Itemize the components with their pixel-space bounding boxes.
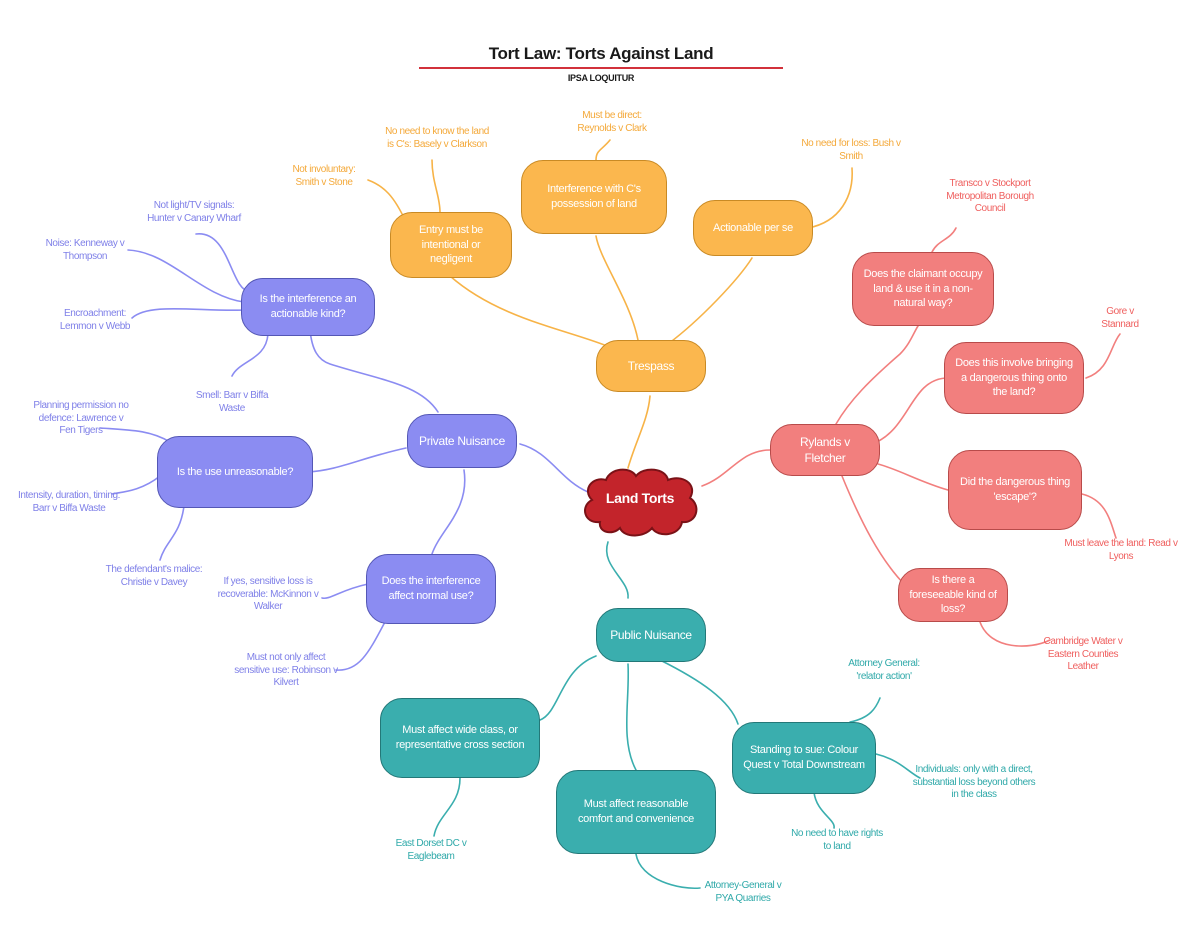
link-rylands-occupy bbox=[835, 325, 919, 425]
link-trespass-actionable bbox=[667, 257, 753, 345]
actionable-per-se-label: Actionable per se bbox=[713, 221, 793, 234]
link-interference-direct bbox=[595, 139, 611, 161]
link-foreseeable-cambridge bbox=[979, 621, 1051, 647]
note-read-lyons: Must leave the land: Read v Lyons bbox=[1064, 538, 1178, 562]
note-light-tv-signals: Not light/TV signals: Hunter v Canary Wh… bbox=[147, 200, 241, 224]
dangerous-escape-node[interactable]: Did the dangerous thing 'escape'? bbox=[948, 450, 1082, 530]
page-subtitle: IPSA LOQUITUR bbox=[567, 73, 635, 83]
note-must-be-direct: Must be direct: Reynolds v Clark bbox=[577, 110, 647, 134]
foreseeable-loss-node[interactable]: Is there a foreseeable kind of loss? bbox=[898, 568, 1008, 622]
note-no-need-rights: No need to have rights to land bbox=[791, 828, 883, 852]
link-dangerous-gore bbox=[1085, 333, 1121, 379]
link-unreasonable-malice bbox=[159, 505, 185, 561]
link-rylands-dangerous bbox=[871, 377, 947, 445]
link-standing-norights bbox=[813, 791, 835, 829]
affect-normal-use-node[interactable]: Does the interference affect normal use? bbox=[366, 554, 496, 624]
link-entry-noneed bbox=[431, 159, 441, 213]
actionable-kind-node[interactable]: Is the interference an actionable kind? bbox=[241, 278, 375, 336]
note-noise: Noise: Kenneway v Thompson bbox=[45, 238, 125, 262]
occupy-non-natural-node[interactable]: Does the claimant occupy land & use it i… bbox=[852, 252, 994, 326]
link-actionable-encroach bbox=[131, 307, 247, 319]
link-trespass-interference bbox=[595, 235, 639, 341]
link-normaluse-sensitiveuse bbox=[335, 619, 387, 671]
link-rylands-foreseeable bbox=[841, 475, 907, 587]
note-attorney-general-relator: Attorney General: 'relator action' bbox=[848, 658, 920, 682]
note-defendant-malice: The defendant's malice: Christie v Davey bbox=[105, 564, 203, 588]
note-individuals: Individuals: only with a direct, substan… bbox=[912, 764, 1036, 800]
note-cambridge-water: Cambridge Water v Eastern Counties Leath… bbox=[1043, 636, 1123, 672]
entry-intentional-node[interactable]: Entry must be intentional or negligent bbox=[390, 212, 512, 278]
link-public-reasonable bbox=[625, 663, 637, 771]
link-center-public bbox=[605, 541, 629, 599]
note-sensitive-loss: If yes, sensitive loss is recoverable: M… bbox=[217, 576, 319, 612]
note-transco: Transco v Stockport Metropolitan Borough… bbox=[946, 178, 1034, 214]
link-private-normaluse bbox=[431, 469, 466, 555]
note-planning-permission: Planning permission no defence: Lawrence… bbox=[33, 400, 129, 436]
link-rylands-escape bbox=[877, 463, 949, 491]
wide-class-node[interactable]: Must affect wide class, or representativ… bbox=[380, 698, 540, 778]
link-trespass-entry bbox=[449, 275, 613, 349]
unreasonable-use-node[interactable]: Is the use unreasonable? bbox=[157, 436, 313, 508]
link-actionable-noise bbox=[127, 249, 245, 303]
page-title: Tort Law: Torts Against Land bbox=[488, 44, 714, 63]
link-center-trespass bbox=[627, 395, 651, 469]
link-public-standing bbox=[659, 659, 739, 725]
rylands-fletcher-node[interactable]: Rylands v Fletcher bbox=[770, 424, 880, 476]
link-private-unreasonable bbox=[307, 447, 407, 473]
link-center-private bbox=[519, 443, 589, 493]
center-cloud-shape[interactable] bbox=[578, 466, 702, 538]
note-no-need-for-loss: No need for loss: Bush v Smith bbox=[801, 138, 901, 162]
link-unreasonable-planning bbox=[99, 427, 171, 443]
center-label: Land Torts bbox=[605, 490, 675, 506]
interference-possession-node[interactable]: Interference with C's possession of land bbox=[521, 160, 667, 234]
link-wideclass-eastdorset bbox=[433, 777, 461, 837]
link-private-actionable bbox=[309, 329, 439, 413]
note-not-involuntary: Not involuntary: Smith v Stone bbox=[292, 164, 356, 188]
link-actionable-noloss bbox=[807, 167, 853, 229]
note-pya-quarries: Attorney-General v PYA Quarries bbox=[704, 880, 782, 904]
link-standing-ag bbox=[849, 697, 881, 723]
link-standing-individuals bbox=[875, 753, 921, 779]
link-occupy-transco bbox=[931, 227, 957, 253]
actionable-per-se-node[interactable]: Actionable per se bbox=[693, 200, 813, 256]
link-center-rylands bbox=[701, 449, 771, 487]
reasonable-comfort-node[interactable]: Must affect reasonable comfort and conve… bbox=[556, 770, 716, 854]
standing-to-sue-node[interactable]: Standing to sue: Colour Quest v Total Do… bbox=[732, 722, 876, 794]
note-encroachment: Encroachment: Lemmon v Webb bbox=[59, 308, 131, 332]
note-no-need-to-know: No need to know the land is C's: Basely … bbox=[385, 126, 489, 150]
private-nuisance-node[interactable]: Private Nuisance bbox=[407, 414, 517, 468]
note-sensitive-use: Must not only affect sensitive use: Robi… bbox=[234, 652, 338, 688]
trespass-node[interactable]: Trespass bbox=[596, 340, 706, 392]
note-intensity-duration: Intensity, duration, timing: Barr v Biff… bbox=[18, 490, 121, 514]
title-underline bbox=[419, 67, 783, 69]
link-public-wideclass bbox=[539, 655, 597, 721]
note-gore-stannard: Gore v Stannard bbox=[1101, 306, 1139, 330]
note-east-dorset: East Dorset DC v Eaglebeam bbox=[395, 838, 467, 862]
dangerous-thing-node[interactable]: Does this involve bringing a dangerous t… bbox=[944, 342, 1084, 414]
public-nuisance-node[interactable]: Public Nuisance bbox=[596, 608, 706, 662]
note-smell: Smell: Barr v Biffa Waste bbox=[195, 390, 269, 414]
link-reasonable-pya bbox=[635, 853, 701, 890]
link-unreasonable-intensity bbox=[111, 475, 161, 495]
link-actionable-tv bbox=[195, 233, 251, 293]
link-actionable-smell bbox=[231, 333, 269, 377]
link-escape-read bbox=[1081, 493, 1117, 539]
link-normaluse-sensitiveloss bbox=[321, 583, 369, 600]
